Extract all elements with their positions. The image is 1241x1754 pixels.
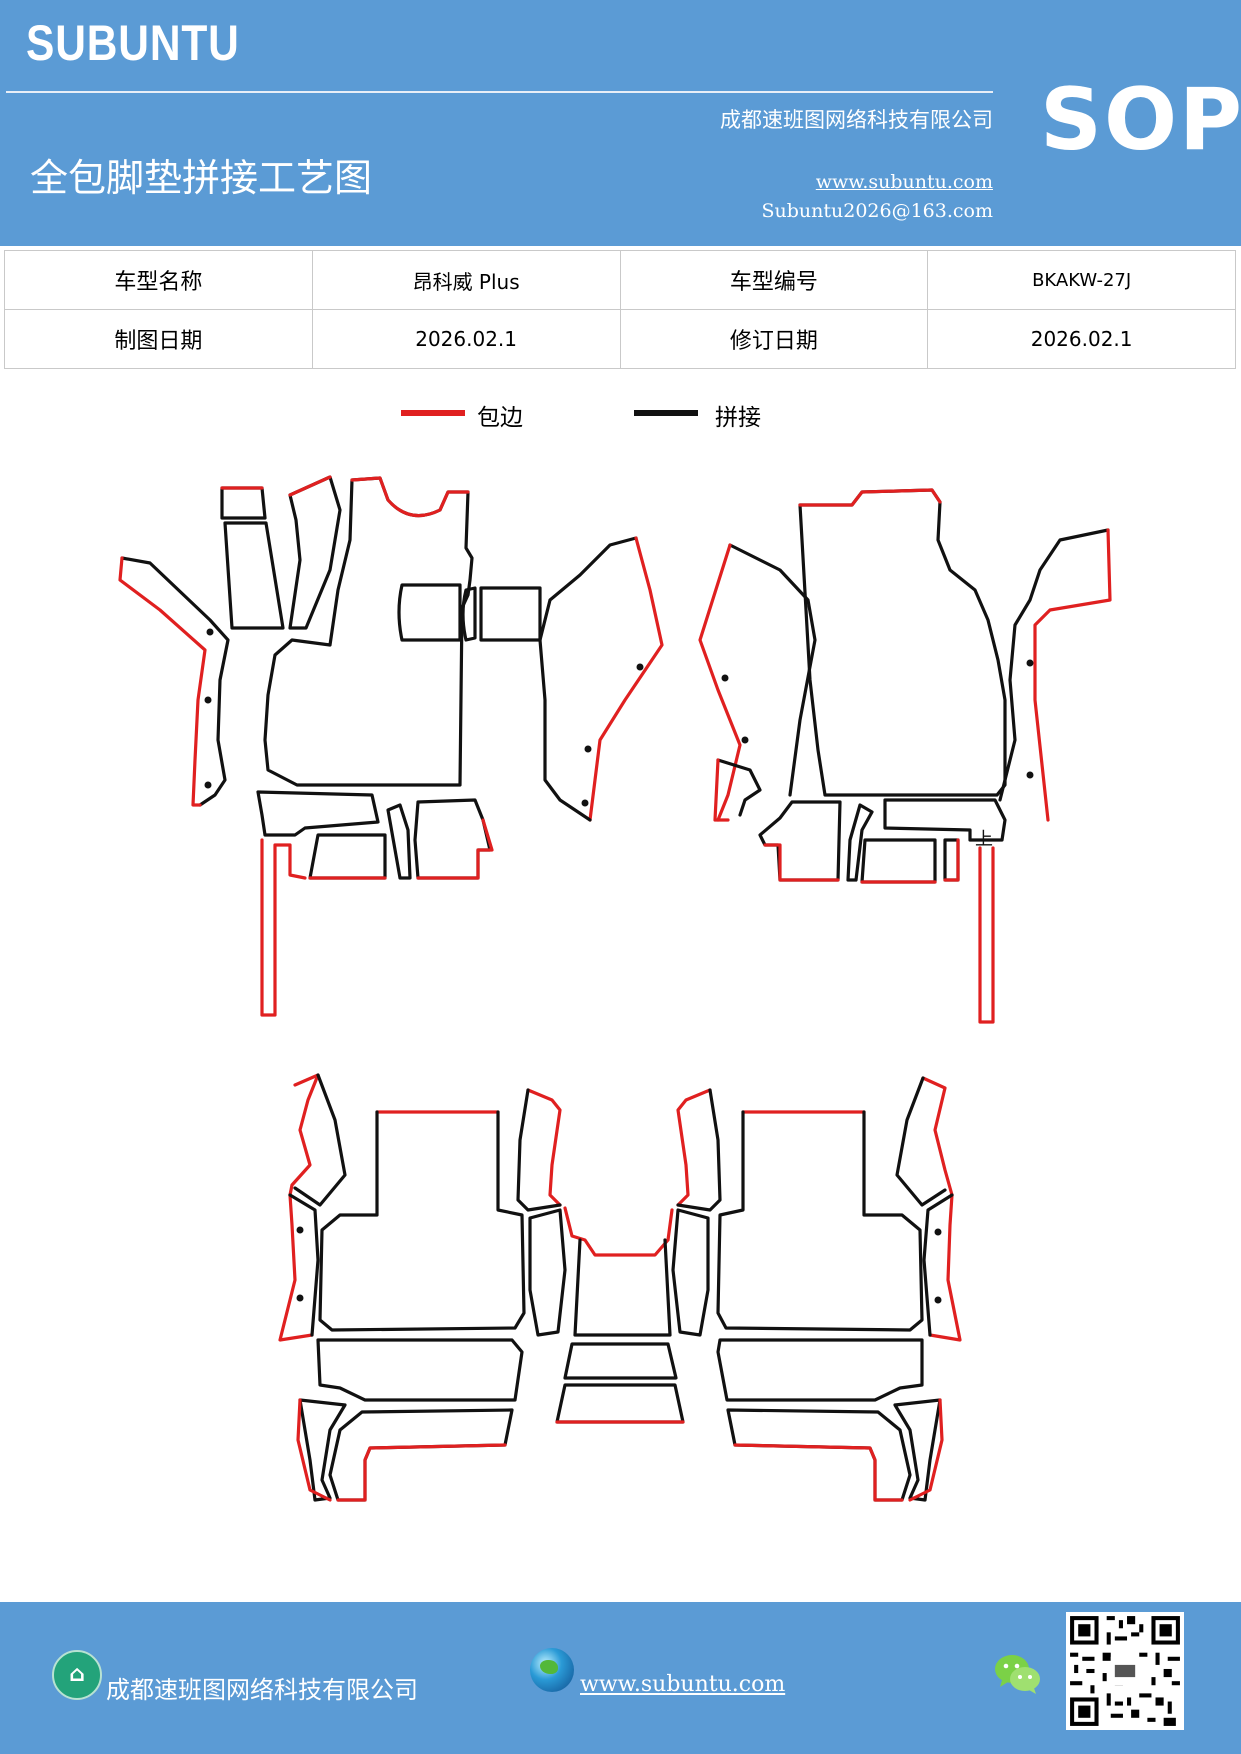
- revise-date-value: 2026.02.1: [927, 309, 1236, 369]
- floor-mat-diagram: 上: [118, 475, 1112, 1502]
- legend-splice-swatch: [634, 410, 698, 416]
- footer-banner: ⌂ 成都速班图网络科技有限公司 www.subuntu.com: [0, 1602, 1241, 1754]
- draw-date-label: 制图日期: [4, 309, 313, 369]
- direction-marker: 上: [975, 829, 993, 850]
- header-company-name: 成都速班图网络科技有限公司: [720, 108, 993, 132]
- header-email: Subuntu2026@163.com: [761, 200, 993, 222]
- model-name-label: 车型名称: [4, 250, 313, 310]
- wechat-icon: [995, 1655, 1040, 1694]
- model-code-value: BKAKW-27J: [927, 250, 1236, 310]
- rear-mat-group: [278, 1073, 962, 1502]
- legend: 包边 拼接: [0, 400, 1241, 440]
- legend-edge-label: 包边: [477, 405, 523, 431]
- front-left-mat-group: [118, 475, 664, 1017]
- building-icon: ⌂: [52, 1650, 102, 1700]
- model-name-value: 昂科威 Plus: [311, 250, 621, 310]
- globe-icon: [530, 1648, 574, 1692]
- sop-label: SOP: [1040, 70, 1241, 170]
- legend-edge-swatch: [401, 410, 465, 416]
- revise-date-label: 修订日期: [619, 309, 929, 369]
- brand-logo: SUBUNTU: [26, 15, 240, 71]
- qr-code[interactable]: [1066, 1612, 1184, 1730]
- header-website-link[interactable]: www.subuntu.com: [815, 171, 993, 193]
- vehicle-info-table: 车型名称 昂科威 Plus 车型编号 BKAKW-27J 制图日期 2026.0…: [4, 250, 1236, 369]
- table-row: 制图日期 2026.02.1 修订日期 2026.02.1: [4, 309, 1236, 369]
- page-title: 全包脚垫拼接工艺图: [30, 156, 373, 200]
- draw-date-value: 2026.02.1: [311, 309, 621, 369]
- model-code-label: 车型编号: [619, 250, 929, 310]
- footer-website-link[interactable]: www.subuntu.com: [580, 1672, 786, 1697]
- header-divider: [6, 91, 993, 93]
- front-right-mat-group: 上: [698, 488, 1112, 1024]
- legend-splice-label: 拼接: [715, 405, 761, 431]
- header-banner: SUBUNTU 成都速班图网络科技有限公司 全包脚垫拼接工艺图 www.subu…: [0, 0, 1241, 246]
- table-row: 车型名称 昂科威 Plus 车型编号 BKAKW-27J: [4, 250, 1236, 310]
- footer-company-name: 成都速班图网络科技有限公司: [106, 1676, 418, 1704]
